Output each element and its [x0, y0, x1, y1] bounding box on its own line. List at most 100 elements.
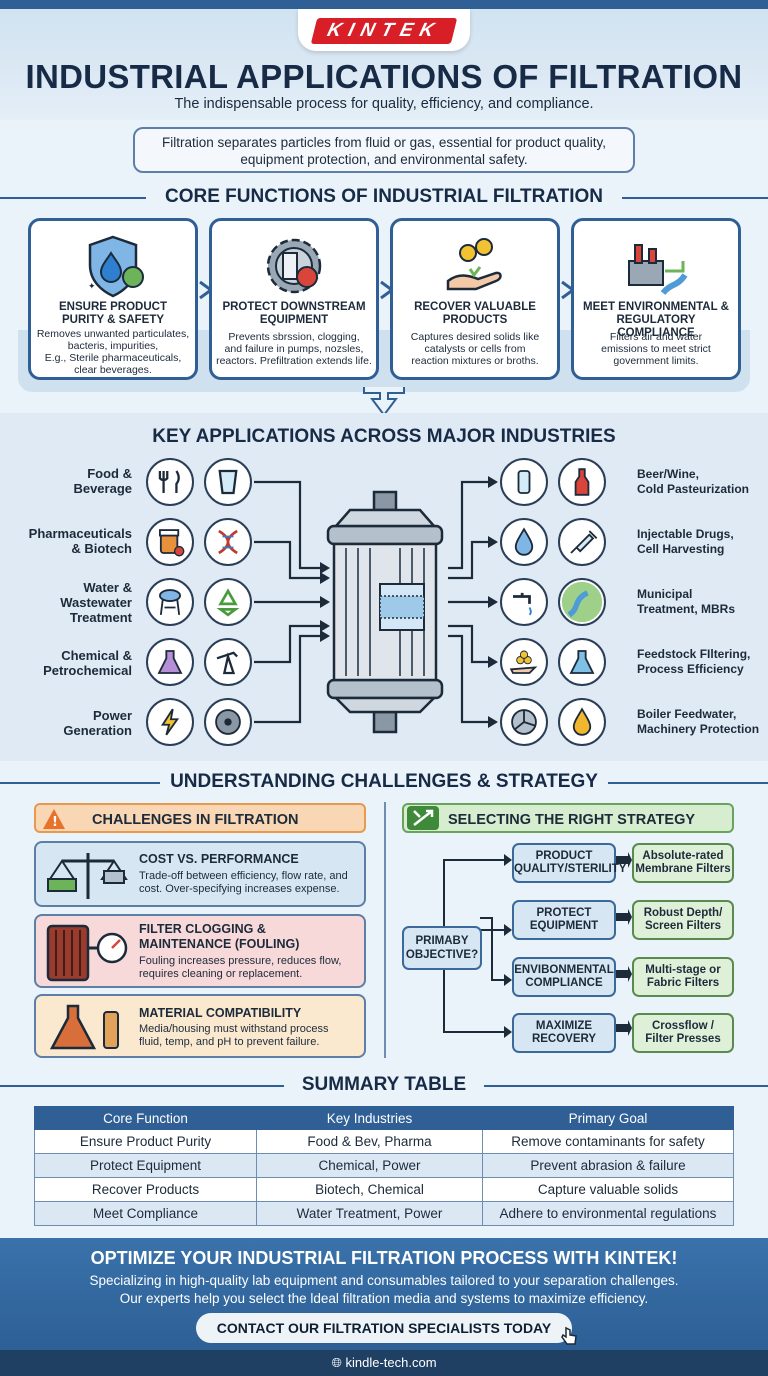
card-desc-line: Captures desired solids like — [410, 331, 540, 343]
table-cell: Food & Bev, Pharma — [256, 1129, 483, 1154]
card-desc-line: and failure in pumps, nozsles, — [224, 343, 364, 355]
result-arrows — [616, 852, 632, 1036]
strategy-membrane: Absolute-rated Membrane Filters — [632, 843, 734, 883]
industry-label-line: Beverage — [73, 481, 132, 496]
challenge-desc-line: Trade-off between efficiency, flow rate,… — [139, 870, 348, 882]
svg-text:✦: ✦ — [88, 281, 96, 291]
strategy-line: Membrane Filters — [635, 863, 731, 875]
lightning-icon — [146, 698, 194, 746]
table-row: Protect Equipment Chemical, Power Preven… — [34, 1153, 734, 1178]
output-label-boiler: Boiler Feedwater, Machinery Protection — [637, 707, 767, 737]
card-desc-line: government limits. — [613, 355, 699, 367]
water-tower-icon — [146, 578, 194, 626]
section-divider — [484, 1085, 768, 1087]
challenge-compatibility: MATERIAL COMPATIBILITY Media/housing mus… — [34, 994, 366, 1058]
table-cell: Water Treatment, Power — [256, 1201, 483, 1226]
core-card-purity: ✦ ENSURE PRODUCT PURITY & SAFETY Removes… — [28, 218, 198, 380]
card-desc-line: emissions to meet strict — [601, 343, 711, 355]
challenge-title: COST VS. PERFORMANCE — [139, 852, 299, 866]
flow-connectors — [254, 476, 498, 728]
card-title-line: PROTECT DOWNSTREAM — [222, 301, 366, 313]
card-title-line: EQUIPMENT — [259, 314, 329, 326]
card-title-line: MEET ENVIRONMENTAL & — [583, 301, 729, 313]
challenge-clogging: FILTER CLOGGING & MAINTENANCE (FOULING) … — [34, 914, 366, 988]
challenge-desc-line: Fouling increases pressure, reduces flow… — [139, 955, 342, 967]
core-card-compliance: MEET ENVIRONMENTAL & REGULATORY COMPLIAN… — [571, 218, 741, 380]
brand-logo[interactable]: KINTEK — [310, 18, 458, 44]
dna-icon — [204, 518, 252, 566]
website-bar — [0, 1350, 768, 1376]
river-icon — [558, 578, 606, 626]
strategy-arrows-icon — [407, 806, 439, 830]
applications-heading: KEY APPLICATIONS ACROSS MAJOR INDUSTRIES — [152, 426, 616, 447]
card-title-line: RECOVER VALUABLE — [414, 301, 536, 313]
section-divider — [0, 1085, 284, 1087]
card-desc-line: E.g., Sterile pharmaceuticals, — [44, 352, 182, 364]
svg-text:!: ! — [52, 815, 58, 830]
core-card-recover: RECOVER VALUABLE PRODUCTS Captures desir… — [390, 218, 560, 380]
challenge-title: FILTER CLOGGING & MAINTENANCE (FOULING) — [139, 922, 299, 952]
column-divider — [384, 802, 386, 1058]
strategy-multistage: Multi-stage or Fabric Filters — [632, 957, 734, 997]
output-label-line: Process Efficiency — [637, 662, 744, 676]
core-functions-heading: CORE FUNCTIONS OF INDUSTRIAL FILTRATION — [164, 186, 604, 207]
contact-specialists-button[interactable]: CONTACT OUR FILTRATION SPECIALISTS TODAY — [196, 1313, 572, 1343]
warning-icon: ! — [43, 809, 65, 830]
challenge-cost: COST VS. PERFORMANCE Trade-off between e… — [34, 841, 366, 907]
objective-line: OBJECTIVE? — [405, 949, 479, 961]
section-divider — [622, 197, 768, 199]
challenge-desc-line: requires cleaning or replacement. — [139, 968, 303, 980]
table-row: Ensure Product Purity Food & Bev, Pharma… — [34, 1129, 734, 1154]
table-header-row: Core Function Key Industries Primary Goa… — [34, 1106, 734, 1130]
output-label-feedstock: Feedstock FIltering, Process Efficiency — [637, 647, 767, 677]
fan-icon — [500, 698, 548, 746]
industry-label-line: Power — [92, 708, 132, 723]
website-text: kindle-tech.com — [345, 1355, 437, 1370]
industry-label-food: Food & Beverage — [10, 466, 132, 496]
strategy-depth: Robust Depth/ Screen Filters — [632, 900, 734, 940]
column-header: Core Function — [34, 1106, 257, 1130]
industry-label-line: Generation — [63, 723, 132, 738]
column-header: Primary Goal — [482, 1106, 734, 1130]
glass-icon — [204, 458, 252, 506]
challenge-title-line: FILTER CLOGGING & — [139, 922, 266, 936]
globe-icon: 🌐︎ — [331, 1355, 342, 1370]
intro-line-2: equipment protection, and environmental … — [240, 152, 528, 167]
fork-knife-icon — [146, 458, 194, 506]
website-link[interactable]: 🌐︎ kindle-tech.com — [0, 1355, 768, 1371]
output-label-line: Injectable Drugs, — [637, 527, 734, 541]
top-bar — [0, 0, 768, 9]
faucet-icon — [500, 578, 548, 626]
industry-label-pharma: Pharmaceuticals & Biotech — [10, 526, 132, 556]
column-header: Key Industries — [256, 1106, 483, 1130]
objective-line: COMPLIANCE — [525, 977, 603, 989]
industry-label-chemical: Chemical & Petrochemical — [10, 648, 132, 678]
objective-line: PRIMABY — [415, 935, 469, 947]
primary-objective-node: PRIMABY OBJECTIVE? — [402, 926, 482, 970]
objective-protect: PROTECT EQUIPMENT — [512, 900, 616, 940]
table-cell: Prevent abrasion & failure — [482, 1153, 734, 1178]
challenge-desc-line: cost. Over-specifying increases expense. — [139, 883, 340, 895]
table-cell: Recover Products — [34, 1177, 257, 1202]
objective-environmental: ENVIBONMENTAL COMPLIANCE — [512, 957, 616, 997]
card-desc-line: reactors. Prefiltration extends life. — [216, 355, 372, 367]
output-label-municipal: Municipal Treatment, MBRs — [637, 587, 767, 617]
table-cell: Capture valuable solids — [482, 1177, 734, 1202]
challenge-description: Fouling increases pressure, reduces flow… — [139, 955, 358, 981]
card-title: RECOVER VALUABLE PRODUCTS — [397, 301, 553, 327]
droplet-icon — [500, 518, 548, 566]
output-label-line: Cold Pasteurization — [637, 482, 750, 496]
cursor-hand-icon — [561, 1326, 577, 1345]
challenges-header-label: CHALLENGES IN FILTRATION — [92, 812, 299, 828]
output-label-injectables: Injectable Drugs, Cell Harvesting — [637, 527, 767, 557]
card-desc-line: reaction mixtures or broths. — [411, 355, 539, 367]
flask-icon — [146, 638, 194, 686]
industry-label-line: Wastewater — [60, 595, 132, 610]
card-title-line: PURITY & SAFETY — [61, 314, 165, 326]
challenge-desc-line: Media/housing must withstand process — [139, 1023, 329, 1035]
table-cell: Ensure Product Purity — [34, 1129, 257, 1154]
table-cell: Adhere to environmental regulations — [482, 1201, 734, 1226]
output-label-line: Beer/Wine, — [637, 467, 699, 481]
table-cell: Chemical, Power — [256, 1153, 483, 1178]
objective-line: PROTECT — [536, 907, 592, 919]
